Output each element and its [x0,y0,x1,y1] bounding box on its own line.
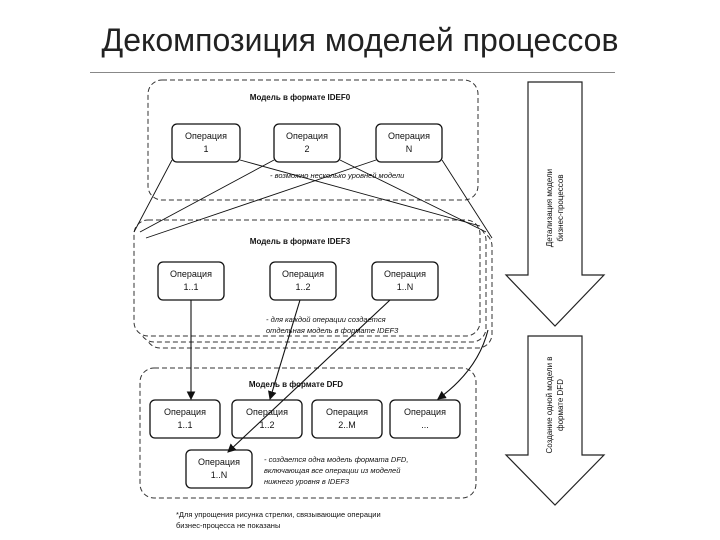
dfd-note-line-3: нижнего уровня в IDEF3 [264,477,350,486]
side-arrow-bottom-line-2: формате DFD [556,379,565,431]
arrow-stack-to-dots [437,329,489,400]
svg-text:Операция: Операция [388,131,430,141]
svg-text:Операция: Операция [198,457,240,467]
dfd-note-line-1: - создается одна модель формата DFD, [264,455,408,464]
idef3-box-1: Операция 1..1 [157,261,225,301]
side-arrow-bottom-line-1: Создание одной модели в [545,356,554,453]
svg-text:Операция: Операция [326,407,368,417]
svg-text:1..N: 1..N [211,470,228,480]
svg-text:1..2: 1..2 [295,282,310,292]
idef0-box-2: Операция 2 [273,123,341,163]
idef0-label: Модель в формате IDEF0 [250,93,351,102]
svg-text:...: ... [421,420,429,430]
svg-text:Операция: Операция [404,407,446,417]
page-title: Декомпозиция моделей процессов [101,22,619,58]
dfd-box-4: Операция ... [389,399,461,439]
idef3-note-line-2: отдельная модель в формате IDEF3 [266,326,399,335]
side-arrow-detailing: Детализация модели бизнес-процессов [504,81,606,327]
arrow-1-2 [268,299,301,401]
dfd-box-3: Операция 2..M [311,399,383,439]
idef3-note-line-1: - для каждой операции создается [266,315,386,324]
svg-text:N: N [406,144,413,154]
idef3-label: Модель в формате IDEF3 [250,237,351,246]
svg-text:Операция: Операция [286,131,328,141]
title-divider [90,72,615,73]
idef0-container [147,79,479,201]
idef0-to-idef3-lines [133,159,493,239]
idef0-box-3: Операция N [375,123,443,163]
dfd-box-2: Операция 1..2 [231,399,303,439]
svg-text:Операция: Операция [384,269,426,279]
arrow-1-n [227,299,391,453]
idef3-box-3: Операция 1..N [371,261,439,301]
idef3-to-dfd-arrows [186,299,489,453]
dfd-label: Модель в формате DFD [249,380,343,389]
svg-text:1..N: 1..N [397,282,414,292]
footnote-line-2: бизнес-процесса не показаны [176,521,280,530]
svg-text:Операция: Операция [246,407,288,417]
svg-text:1..2: 1..2 [259,420,274,430]
dfd-box-5: Операция 1..N [185,449,253,489]
svg-text:2..M: 2..M [338,420,356,430]
idef0-box-1: Операция 1 [171,123,241,163]
svg-text:Операция: Операция [185,131,227,141]
svg-text:1..1: 1..1 [177,420,192,430]
dfd-container [139,367,477,499]
idef0-note: - возможно несколько уровней модели [270,171,405,180]
svg-text:2: 2 [304,144,309,154]
dfd-box-1: Операция 1..1 [149,399,221,439]
svg-text:1..1: 1..1 [183,282,198,292]
idef3-box-2: Операция 1..2 [269,261,337,301]
side-arrow-dfd-creation: Создание одной модели в формате DFD [504,335,606,506]
footnote-line-1: *Для упрощения рисунка стрелки, связываю… [176,510,381,519]
svg-text:Операция: Операция [170,269,212,279]
side-arrow-top-line-1: Детализация модели [545,169,554,247]
svg-text:1: 1 [203,144,208,154]
dfd-note-line-2: включающая все операции из моделей [264,466,401,475]
svg-text:Операция: Операция [282,269,324,279]
side-arrow-top-line-2: бизнес-процессов [556,174,565,241]
svg-text:Операция: Операция [164,407,206,417]
